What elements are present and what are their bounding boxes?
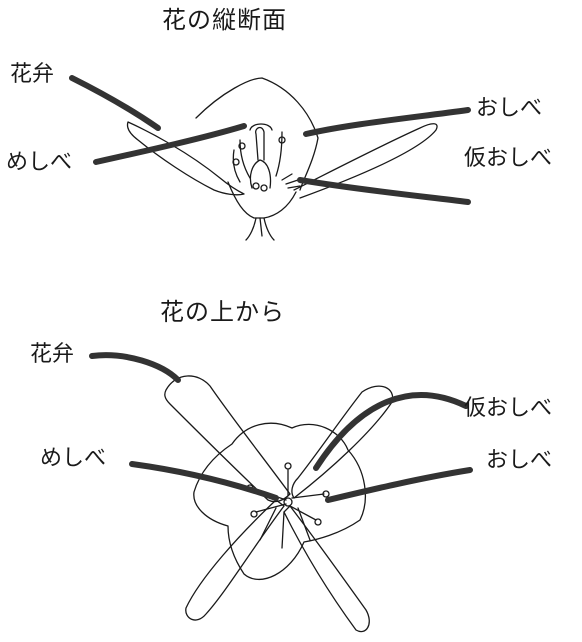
section-stamen-label: おしべ: [476, 96, 542, 122]
top-view-petal-upper-right: [292, 386, 393, 498]
section-stamen-leader: [306, 110, 468, 134]
section-staminode-leader: [300, 180, 468, 202]
top-view-pistil-leader: [132, 464, 276, 498]
section-stalk: [246, 218, 274, 240]
section-receptacle: [228, 182, 296, 218]
section-flower-drawing: [127, 78, 437, 240]
section-pistil-style: [256, 128, 264, 160]
section-staminode-label: 仮おしべ: [464, 146, 552, 172]
top-view-stamen-label: おしべ: [486, 448, 552, 474]
top-view-flower-drawing: [165, 376, 393, 632]
top-view-petal-label: 花弁: [30, 342, 74, 368]
top-view-petal-lower-left: [186, 500, 284, 620]
top-view-petal-leader: [92, 355, 178, 380]
top-view-title: 花の上から: [160, 298, 285, 326]
top-view-leader-lines: [92, 355, 470, 500]
top-view-pistil-label: めしべ: [40, 446, 106, 472]
top-view-staminode-label: 仮おしべ: [464, 396, 552, 422]
section-petal-leader: [72, 78, 158, 128]
section-pistil-leader: [96, 126, 244, 162]
section-pistil-stigma: [250, 124, 272, 130]
top-view-staminode-leader: [316, 395, 466, 468]
section-title: 花の縦断面: [162, 6, 287, 34]
section-petal-label: 花弁: [10, 62, 54, 88]
top-view-stamen-leader: [328, 470, 470, 500]
section-pistil-label: めしべ: [6, 150, 72, 176]
top-view-petal-lower-right: [284, 506, 369, 632]
